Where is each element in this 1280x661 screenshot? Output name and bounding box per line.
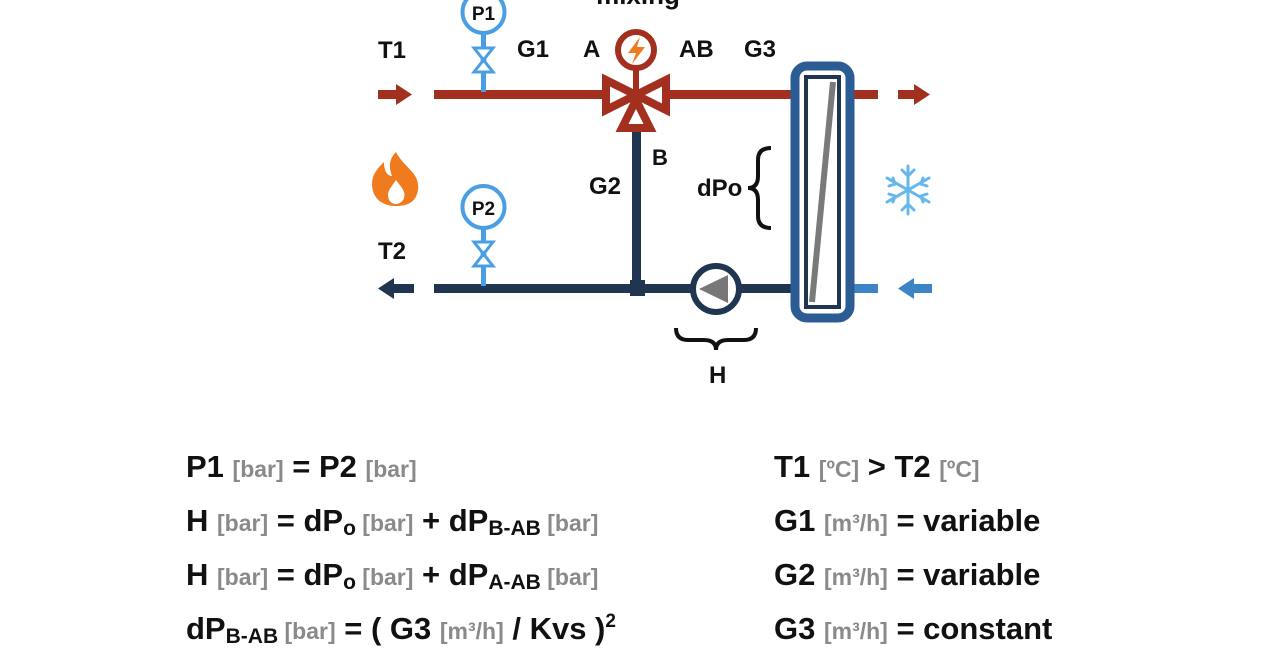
label-g2: G2 — [589, 173, 621, 200]
formula-temperature: T1 [ºC] > T2 [ºC] — [774, 449, 980, 484]
valve-icon-p1 — [470, 46, 497, 74]
actuator-bolt-icon — [628, 37, 645, 64]
formula-kvs: dPB-AB [bar] = ( G3 [m³/h] / Kvs )2 — [186, 611, 616, 648]
dpo-brace — [747, 146, 772, 230]
supply-pipe-right — [670, 90, 794, 99]
cold-pipe-in — [852, 284, 878, 293]
label-b: B — [652, 145, 668, 170]
mixing-circuit-diagram: mixing P1 — [372, 0, 932, 389]
arrow-icon-cold-in — [898, 278, 932, 299]
formula-head-a-ab: H [bar] = dPo [bar] + dPA-AB [bar] — [186, 557, 599, 594]
gauge-label-p2: P2 — [472, 199, 495, 220]
flame-icon — [372, 152, 419, 206]
pressure-gauge-icon-p1: P1 — [460, 0, 507, 92]
h-brace — [674, 327, 758, 351]
formula-panel: P1 [bar] = P2 [bar] H [bar] = dPo [bar] … — [0, 440, 1280, 648]
gauge-label-p1: P1 — [472, 4, 496, 25]
label-ab: AB — [679, 36, 714, 63]
snowflake-icon — [885, 164, 931, 216]
tee-junction — [630, 280, 645, 296]
label-a: A — [583, 36, 600, 63]
formula-g1: G1 [m³/h] = variable — [774, 503, 1041, 538]
arrow-icon-hot-out — [898, 84, 930, 105]
label-dpo: dPo — [697, 175, 742, 202]
formula-g2: G2 [m³/h] = variable — [774, 557, 1041, 592]
heat-exchanger-icon — [790, 61, 855, 323]
supply-pipe-left — [434, 90, 610, 99]
diagram-title: mixing — [596, 0, 680, 10]
bypass-pipe — [632, 128, 641, 290]
formula-pressure-equal: P1 [bar] = P2 [bar] — [186, 449, 417, 484]
arrow-icon-t1-in — [378, 84, 412, 105]
formula-g3: G3 [m³/h] = constant — [774, 611, 1053, 646]
return-pipe — [434, 284, 794, 293]
formula-column-left: P1 [bar] = P2 [bar] H [bar] = dPo [bar] … — [186, 440, 616, 656]
label-g3: G3 — [744, 36, 776, 63]
label-g1: G1 — [517, 36, 549, 63]
three-way-valve-icon — [602, 29, 670, 132]
formula-column-right: T1 [ºC] > T2 [ºC] G1 [m³/h] = variable G… — [774, 440, 1052, 656]
label-t1: T1 — [378, 37, 406, 64]
valve-icon-p2 — [470, 240, 497, 268]
label-h: H — [709, 362, 726, 389]
supply-pipe-out — [852, 90, 878, 99]
pressure-gauge-icon-p2: P2 — [460, 184, 507, 286]
formula-head-b-ab: H [bar] = dPo [bar] + dPB-AB [bar] — [186, 503, 599, 540]
pump-icon — [690, 263, 742, 315]
arrow-icon-t2-out — [378, 278, 414, 299]
label-t2: T2 — [378, 238, 406, 265]
